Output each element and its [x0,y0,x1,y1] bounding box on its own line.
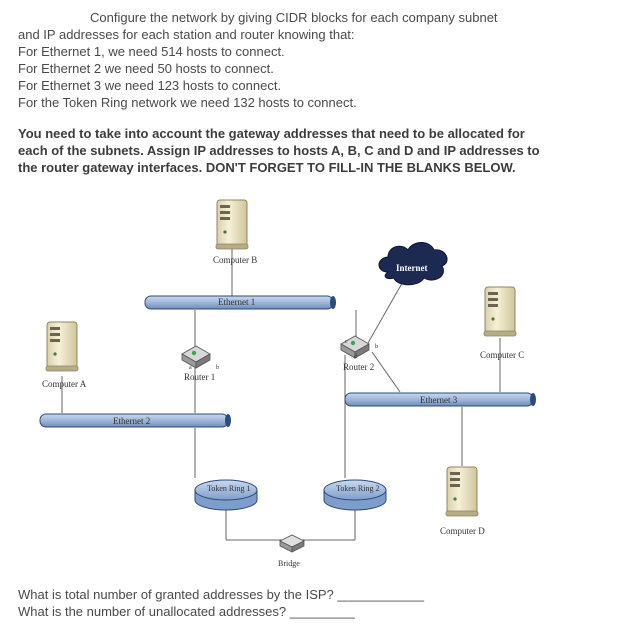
requirement-ethernet1: For Ethernet 1, we need 514 hosts to con… [18,44,285,59]
ethernet2-label: Ethernet 2 [113,416,150,426]
computer-c-label: Computer C [480,350,524,360]
requirement-ethernet3: For Ethernet 3 we need 123 hosts to conn… [18,78,282,93]
requirement-token-ring: For the Token Ring network we need 132 h… [18,95,357,110]
port-b-label: b [216,365,219,371]
router-2-label: Router 2 [343,362,374,372]
token-ring-2-label: Token Ring 2 [336,484,379,493]
port-d-label: d [354,354,357,360]
bridge-icon [279,534,305,553]
port-a-label: a [189,365,192,371]
bridge-label: Bridge [278,559,300,568]
internet-label: Internet [396,263,428,273]
requirement-ethernet2: For Ethernet 2 we need 50 hosts to conne… [18,61,274,76]
computer-b-label: Computer B [213,255,257,265]
port-b-router2-label: b [375,344,378,350]
question-unallocated-addresses: What is the number of unallocated addres… [18,604,355,619]
ethernet2-bus [39,413,231,428]
computer-d-label: Computer D [440,526,485,536]
connection-lines [61,248,501,541]
computer-a-label: Computer A [42,379,87,389]
internet-cloud [378,242,448,286]
question-granted-addresses: What is total number of granted addresse… [18,587,425,602]
instructions-line: You need to take into account the gatewa… [18,126,525,141]
router-1-icon [181,345,211,369]
port-c-label: c [345,339,348,345]
instructions-line: the router gateway interfaces. DON'T FOR… [18,160,516,175]
computer-b-icon [215,199,249,250]
token-ring-1-label: Token Ring 1 [207,484,250,493]
token-ring-1-shape [194,479,258,511]
computer-a-icon [45,321,79,372]
computer-c-icon [483,286,517,337]
token-ring-2-shape [323,479,387,511]
ethernet1-bus [144,295,336,310]
ethernet3-label: Ethernet 3 [420,395,458,405]
computer-d-icon [445,466,479,517]
ethernet1-label: Ethernet 1 [218,297,255,307]
intro-line: and IP addresses for each station and ro… [18,27,355,42]
router-1-label: Router 1 [184,372,215,382]
intro-title: Configure the network by giving CIDR blo… [90,10,498,25]
instructions-line: each of the subnets. Assign IP addresses… [18,143,540,158]
ethernet3-bus [344,392,536,407]
